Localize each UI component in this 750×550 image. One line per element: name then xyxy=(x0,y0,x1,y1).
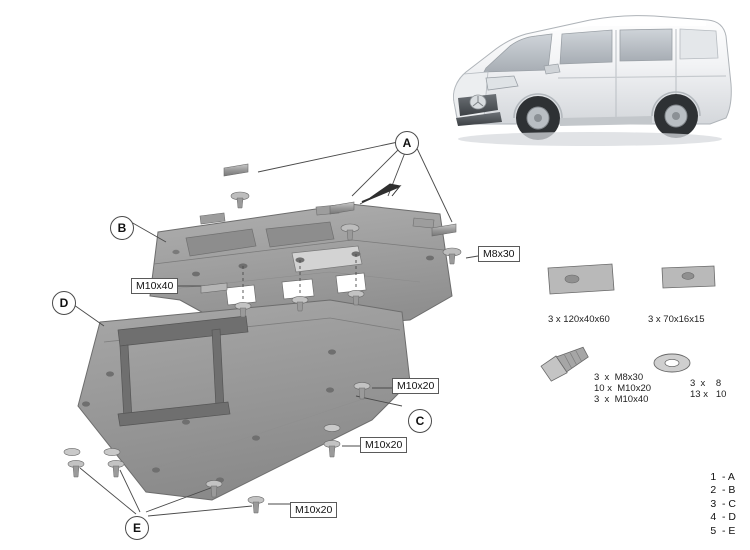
vehicle-illustration xyxy=(440,6,740,156)
rear-side-window xyxy=(619,28,673,62)
front-wheel xyxy=(516,96,560,140)
callout-e[interactable]: E xyxy=(125,516,149,540)
legend-item-4: 4 - D xyxy=(710,511,736,523)
lower-skid-plate xyxy=(77,299,411,501)
legend-item-1: 1 - A xyxy=(710,470,735,483)
bolt-label-m10x20-mid: M10x20 xyxy=(360,437,408,453)
part-label-plate-long: 3 x 120x40x60 xyxy=(548,314,610,325)
windshield xyxy=(483,33,553,73)
part-qty-washers-1: 3 x 8 xyxy=(690,378,722,389)
ground-shadow xyxy=(458,132,722,146)
headlight xyxy=(485,75,519,91)
direction-arrow xyxy=(361,183,402,203)
parts-panel-graphics xyxy=(540,263,716,382)
side-mirror xyxy=(543,63,561,75)
rocker-panel xyxy=(560,116,652,126)
part-qty-bolts-1: 3 x M8x30 xyxy=(594,372,644,383)
front-arch xyxy=(513,93,563,119)
star-glyph xyxy=(472,96,484,107)
legend-item-5: 5 - E xyxy=(710,524,736,537)
front-bumper xyxy=(456,112,502,126)
part-qty-bolts-2: 10 x M10x20 xyxy=(594,383,652,394)
callout-d[interactable]: D xyxy=(52,291,76,315)
part-qty-bolts-3: 3 x M10x40 xyxy=(594,394,649,405)
van-roof xyxy=(536,16,706,33)
bolt-label-m8x30: M8x30 xyxy=(478,246,520,262)
rear-panel xyxy=(679,28,719,60)
legend-item-3: 3 - C xyxy=(710,497,736,510)
front-side-window xyxy=(559,29,613,65)
legend: 1 - A 2 - B 3 - C 4 - D 5 - E xyxy=(710,471,736,539)
rear-arch xyxy=(651,91,701,117)
bolt-label-m10x20-c: M10x20 xyxy=(392,378,440,394)
legend-item-2: 2 - B xyxy=(710,484,736,496)
callout-b[interactable]: B xyxy=(110,216,134,240)
van-svg xyxy=(453,15,732,146)
callout-a[interactable]: A xyxy=(395,131,419,155)
bolt-label-m10x20-bottom: M10x20 xyxy=(290,502,338,518)
bolt-label-m10x40: M10x40 xyxy=(131,278,179,294)
callout-c[interactable]: C xyxy=(408,409,432,433)
upper-skid-plate xyxy=(149,203,453,333)
part-label-plate-short: 3 x 70x16x15 xyxy=(648,314,705,325)
part-qty-washers-2: 13 x 10 xyxy=(690,389,727,400)
hardware-bolts xyxy=(63,163,462,514)
rear-wheel xyxy=(654,94,698,138)
body-crease xyxy=(557,75,727,79)
